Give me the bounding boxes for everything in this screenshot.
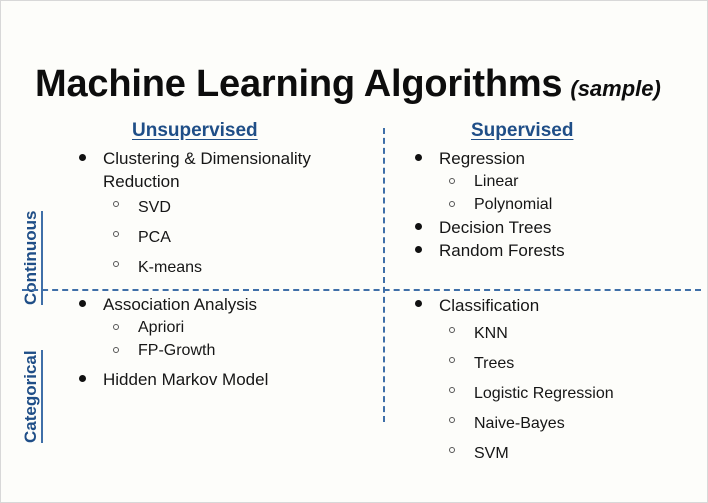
bullet-filled-icon <box>415 223 422 230</box>
quadrant-continuous-supervised: Regression Linear Polynomial Decision Tr… <box>409 147 699 262</box>
title-sample-qualifier: (sample) <box>570 76 661 101</box>
list-subitem-label: Logistic Regression <box>474 385 614 402</box>
list-continuous-unsupervised: Clustering & Dimensionality Reduction SV… <box>73 147 373 283</box>
bullet-hollow-icon <box>449 201 455 207</box>
list-subitem: Naive-Bayes <box>439 409 699 439</box>
quadrant-categorical-supervised: Classification KNN Trees Logistic Regres… <box>409 293 699 469</box>
sublist: Apriori FP-Growth <box>103 316 373 362</box>
list-subitem: K-means <box>103 253 373 283</box>
list-subitem-label: Linear <box>474 173 519 190</box>
sublist: KNN Trees Logistic Regression Naive-Baye… <box>439 319 699 469</box>
list-subitem: Linear <box>439 170 699 193</box>
title-main-text: Machine Learning Algorithms <box>35 63 563 105</box>
column-header-unsupervised: Unsupervised <box>132 120 258 141</box>
bullet-hollow-icon <box>449 178 455 184</box>
list-subitem-label: Apriori <box>138 319 185 336</box>
bullet-filled-icon <box>79 375 86 382</box>
list-item-label: Classification <box>439 296 540 315</box>
bullet-hollow-icon <box>113 324 119 330</box>
bullet-hollow-icon <box>113 201 119 207</box>
list-item-label: Clustering & Dimensionality Reduction <box>103 149 311 191</box>
list-categorical-unsupervised: Association Analysis Apriori FP-Growth H… <box>73 293 373 391</box>
bullet-hollow-icon <box>449 327 455 333</box>
sublist: SVD PCA K-means <box>103 193 373 283</box>
column-header-supervised: Supervised <box>471 120 574 141</box>
divider-vertical-dashed <box>383 128 385 422</box>
bullet-filled-icon <box>415 246 422 253</box>
list-item: Random Forests <box>409 239 699 262</box>
list-subitem: Apriori <box>103 316 373 339</box>
list-subitem: PCA <box>103 223 373 253</box>
list-subitem-label: K-means <box>138 259 203 276</box>
quadrant-categorical-unsupervised: Association Analysis Apriori FP-Growth H… <box>73 293 373 391</box>
bullet-hollow-icon <box>449 357 455 363</box>
bullet-hollow-icon <box>113 261 119 267</box>
bullet-hollow-icon <box>449 447 455 453</box>
list-item: Clustering & Dimensionality Reduction SV… <box>73 147 373 283</box>
list-item: Association Analysis Apriori FP-Growth <box>73 293 373 362</box>
list-subitem-label: Trees <box>474 355 515 372</box>
list-item: Hidden Markov Model <box>73 368 373 391</box>
list-subitem-label: SVM <box>474 445 509 462</box>
list-item-label: Decision Trees <box>439 218 552 237</box>
list-subitem: SVD <box>103 193 373 223</box>
list-subitem-label: SVD <box>138 199 171 216</box>
list-subitem: Polynomial <box>439 193 699 216</box>
list-categorical-supervised: Classification KNN Trees Logistic Regres… <box>409 293 699 469</box>
list-subitem-label: Polynomial <box>474 196 553 213</box>
page-title: Machine Learning Algorithms (sample) <box>35 63 661 106</box>
list-subitem-label: FP-Growth <box>138 342 216 359</box>
list-subitem: KNN <box>439 319 699 349</box>
list-item: Regression Linear Polynomial <box>409 147 699 216</box>
divider-horizontal-dashed <box>22 289 701 291</box>
sublist: Linear Polynomial <box>439 170 699 216</box>
list-item: Decision Trees <box>409 216 699 239</box>
list-subitem: Logistic Regression <box>439 379 699 409</box>
bullet-hollow-icon <box>449 387 455 393</box>
list-subitem-label: PCA <box>138 229 171 246</box>
quadrant-continuous-unsupervised: Clustering & Dimensionality Reduction SV… <box>73 147 373 283</box>
list-item-label: Association Analysis <box>103 295 258 314</box>
list-item: Classification KNN Trees Logistic Regres… <box>409 293 699 469</box>
bullet-hollow-icon <box>113 347 119 353</box>
bullet-hollow-icon <box>449 417 455 423</box>
list-subitem-label: Naive-Bayes <box>474 415 565 432</box>
list-item-label: Regression <box>439 149 525 168</box>
list-subitem: SVM <box>439 439 699 469</box>
list-item-label: Hidden Markov Model <box>103 370 269 389</box>
bullet-filled-icon <box>79 300 86 307</box>
bullet-hollow-icon <box>113 231 119 237</box>
bullet-filled-icon <box>415 300 422 307</box>
row-label-categorical: Categorical <box>21 350 43 443</box>
list-subitem: FP-Growth <box>103 339 373 362</box>
bullet-filled-icon <box>79 154 86 161</box>
list-item-label: Random Forests <box>439 241 565 260</box>
bullet-filled-icon <box>415 154 422 161</box>
list-subitem-label: KNN <box>474 325 508 342</box>
list-continuous-supervised: Regression Linear Polynomial Decision Tr… <box>409 147 699 262</box>
list-subitem: Trees <box>439 349 699 379</box>
